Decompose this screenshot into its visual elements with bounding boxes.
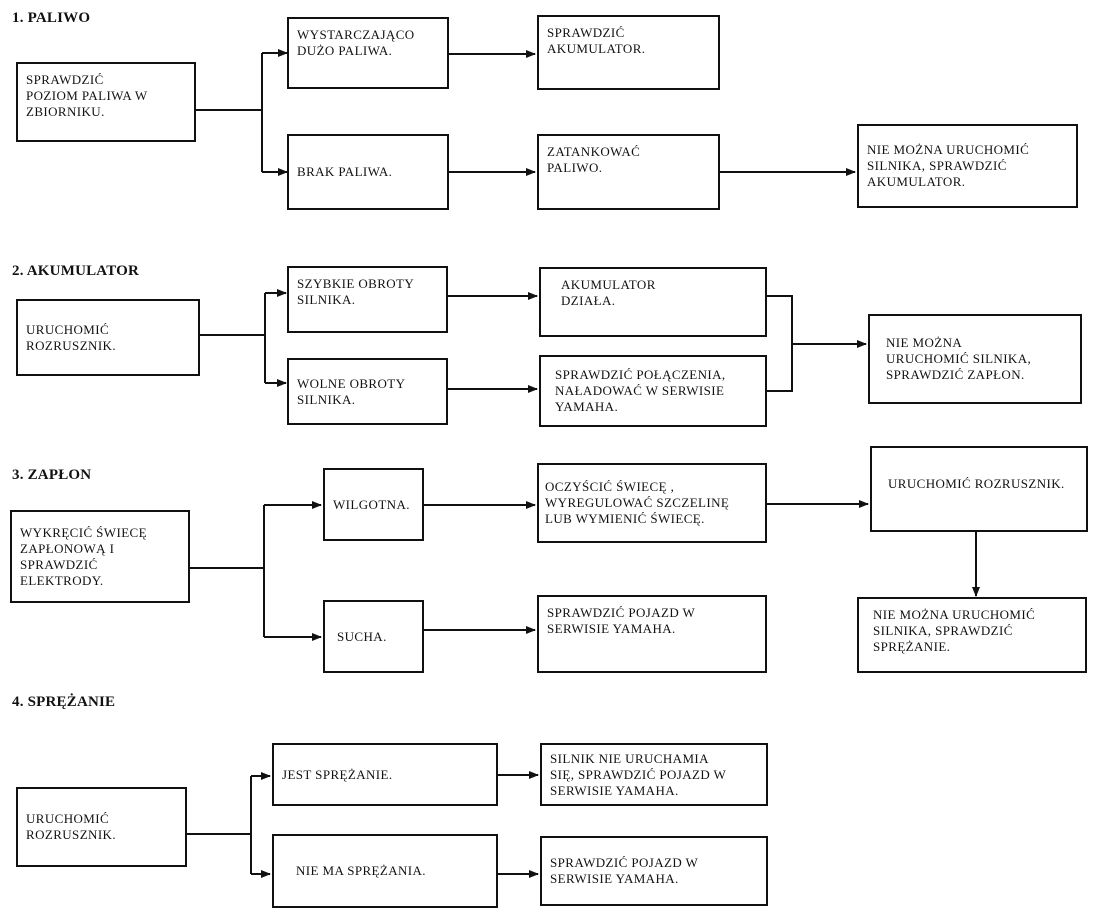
s2-merge [767,295,793,392]
box-has-compression: JEST SPRĘŻANIE. [272,743,498,806]
box-refuel: ZATANKOWAĆ PALIWO. [537,134,720,210]
box-start-starter: URUCHOMIĆ ROZRUSZNIK. [16,299,200,376]
box-check-fuel-level: SPRAWDZIĆ POZIOM PALIWA W ZBIORNIKU. [16,62,196,142]
box-cannot-start-check-battery: NIE MOŻNA URUCHOMIĆ SILNIKA, SPRAWDZIĆ A… [857,124,1078,208]
box-cannot-start-check-ignition: NIE MOŻNA URUCHOMIĆ SILNIKA, SPRAWDZIĆ Z… [868,314,1082,404]
box-check-at-service-compression: SPRAWDZIĆ POJAZD W SERWISIE YAMAHA. [540,836,768,906]
box-dry: SUCHA. [323,600,424,673]
box-remove-spark-plug: WYKRĘCIĆ ŚWIECĘ ZAPŁONOWĄ I SPRAWDZIĆ EL… [10,510,190,603]
box-wet: WILGOTNA. [323,468,424,541]
box-clean-plug: OCZYŚCIĆ ŚWIECĘ , WYREGULOWAĆ SZCZELINĘ … [537,463,767,543]
box-battery-ok: AKUMULATOR DZIAŁA. [539,267,767,337]
box-engine-wont-start: SILNIK NIE URUCHAMIA SIĘ, SPRAWDZIĆ POJA… [540,743,768,806]
box-slow-rotation: WOLNE OBROTY SILNIKA. [287,358,448,425]
section-heading-fuel: 1. PALIWO [12,10,91,26]
section-heading-compression: 4. SPRĘŻANIE [12,694,116,710]
box-check-connections: SPRAWDZIĆ POŁĄCZENIA, NAŁADOWAĆ W SERWIS… [539,355,767,427]
box-restart-starter: URUCHOMIĆ ROZRUSZNIK. [870,446,1088,532]
section-heading-battery: 2. AKUMULATOR [12,263,140,279]
box-cannot-start-check-compression: NIE MOŻNA URUCHOMIĆ SILNIKA, SPRAWDZIĆ S… [857,597,1087,673]
box-fast-rotation: SZYBKIE OBROTY SILNIKA. [287,266,448,333]
box-no-compression: NIE MA SPRĘŻANIA. [272,834,498,908]
box-start-starter-compression: URUCHOMIĆ ROZRUSZNIK. [16,787,187,867]
section-heading-ignition: 3. ZAPŁON [12,467,92,483]
box-enough-fuel: WYSTARCZAJĄCO DUŻO PALIWA. [287,17,449,89]
box-check-battery: SPRAWDZIĆ AKUMULATOR. [537,15,720,90]
box-check-at-service: SPRAWDZIĆ POJAZD W SERWISIE YAMAHA. [537,595,767,673]
box-no-fuel: BRAK PALIWA. [287,134,449,210]
